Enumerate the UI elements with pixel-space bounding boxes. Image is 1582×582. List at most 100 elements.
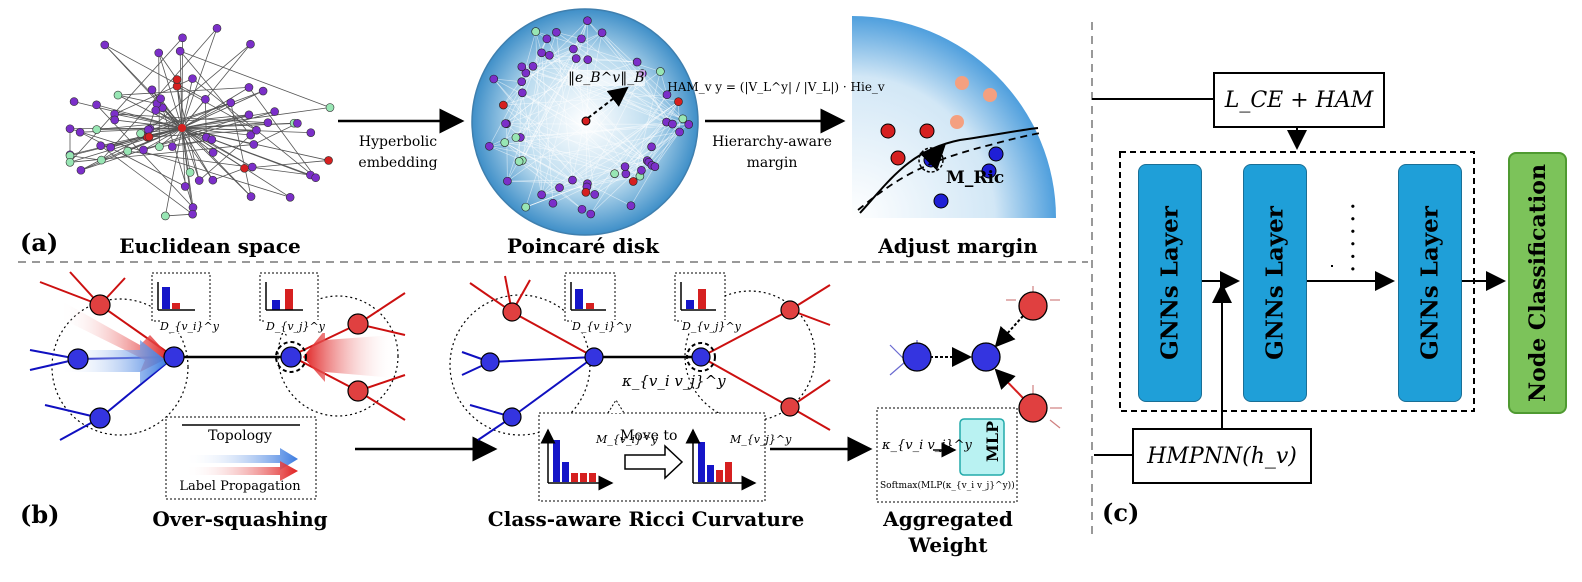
hierarchy-label: Hierarchy-aware — [712, 134, 832, 150]
hmpnn-label: HMPNN(h_v) — [1147, 443, 1297, 469]
graph-node — [65, 124, 75, 134]
disk-node — [500, 138, 510, 147]
disk-edge — [521, 92, 542, 195]
graph-edge — [69, 127, 183, 130]
red-propagation-arrow-right — [303, 330, 395, 382]
disk-edge — [587, 183, 632, 207]
graph-edge — [253, 122, 298, 145]
disk-edge — [587, 175, 640, 185]
graph-node — [249, 140, 259, 149]
margin-word-label: margin — [746, 155, 798, 171]
disk-node — [501, 119, 510, 128]
disk-node — [577, 204, 587, 214]
graph-edge — [147, 129, 257, 138]
softmax-label: Softmax(MLP(κ_{v_i v_j}^y)) — [880, 481, 1015, 491]
graph-edge — [160, 98, 183, 129]
disk-node — [555, 183, 564, 192]
kappa-label: κ_{v_i v_j}^y — [622, 372, 726, 390]
center-node — [581, 116, 591, 126]
disk-edge — [541, 52, 642, 171]
disk-edge — [594, 94, 668, 195]
disk-edge — [515, 123, 673, 138]
disk-edge — [504, 142, 595, 195]
graph-edge — [101, 28, 218, 161]
disk-edge — [556, 32, 573, 181]
disk-edge — [549, 54, 638, 63]
graph-edge — [181, 43, 251, 129]
disk-edge — [590, 94, 668, 215]
graph-node — [240, 163, 249, 173]
graph-edge — [114, 119, 183, 129]
disk-node — [521, 68, 531, 78]
graph-edge — [117, 94, 158, 105]
disk-node — [531, 27, 540, 36]
panel-c-label: (c) — [1102, 498, 1140, 527]
dist-vi-label-2: D_{v_i}^y — [572, 320, 631, 333]
graph-node — [75, 127, 85, 137]
gnn-layer-2: GNNs Layer — [1243, 164, 1307, 402]
graph-node — [110, 115, 120, 125]
disk-edge — [521, 20, 588, 161]
hmpnn-box: HMPNN(h_v) — [1132, 428, 1312, 484]
disk-node — [620, 162, 630, 171]
disk-edge — [521, 66, 689, 125]
disk-node — [577, 34, 586, 44]
graph-edge — [181, 90, 264, 129]
graph-node — [144, 132, 154, 142]
disk-edge — [521, 48, 574, 82]
graph-edge — [104, 44, 206, 100]
disk-edge — [506, 123, 508, 182]
graph-node — [155, 142, 164, 152]
hub-node — [178, 124, 186, 132]
disk-edge — [549, 55, 648, 161]
dist-vi-label: D_{v_i}^y — [160, 320, 219, 333]
disk-edge — [546, 38, 634, 182]
hyperbolic-label: Hyperbolic — [358, 134, 438, 150]
disk-node — [632, 57, 642, 67]
disk-edge — [506, 123, 648, 161]
graph-edge — [181, 78, 193, 129]
margin-arrow — [919, 144, 946, 171]
disk-node — [568, 175, 577, 185]
red-node — [919, 123, 935, 139]
disk-edge — [552, 186, 588, 204]
orange-node — [955, 76, 969, 90]
graph-edge — [165, 213, 193, 217]
disk-edge — [521, 58, 577, 161]
graph-edge — [181, 127, 291, 198]
graph-edge — [181, 122, 298, 129]
graph-edge — [176, 86, 200, 181]
disk-edge — [521, 52, 542, 161]
graph-node — [188, 74, 197, 83]
graph-edge — [158, 52, 183, 129]
graph-node — [161, 211, 170, 221]
poincare-caption: Poincaré disk — [506, 234, 660, 258]
graph-node — [156, 94, 165, 103]
graph-node — [311, 173, 320, 183]
m-vi-label: M_{v_i}^y — [596, 433, 658, 446]
graph-node — [178, 33, 187, 43]
graph-edge — [181, 127, 214, 153]
graph-edge — [244, 160, 329, 169]
graph-edge — [181, 127, 311, 134]
disk-node — [569, 44, 578, 54]
node-classification-box: Node Classification — [1508, 152, 1567, 414]
disk-node — [511, 133, 521, 142]
gnn-layer-label: GNNs Layer — [1416, 206, 1444, 360]
red-node — [890, 150, 906, 166]
graph-node — [207, 135, 217, 144]
margin-ric-label: M_Ric — [946, 168, 1005, 188]
graph-edge — [181, 127, 191, 173]
disk-node — [552, 28, 561, 37]
graph-edge — [181, 127, 254, 145]
disk-node — [517, 77, 527, 86]
disk-edge — [525, 72, 679, 103]
graph-edge — [159, 127, 183, 148]
graph-edge — [80, 135, 147, 171]
graph-node — [136, 129, 145, 138]
graph-node — [325, 103, 335, 112]
disk-node — [499, 100, 508, 110]
disk-node — [545, 50, 554, 60]
disk-node — [485, 141, 494, 151]
disk-edge — [624, 121, 667, 167]
